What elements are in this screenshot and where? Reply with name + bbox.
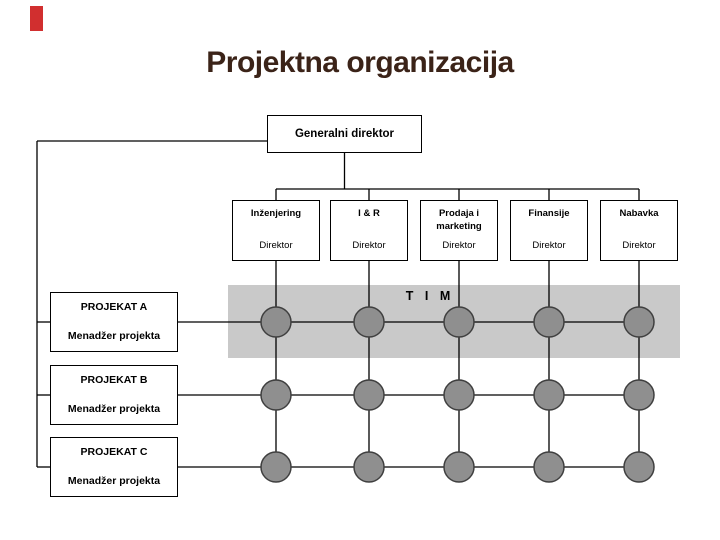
team-node bbox=[623, 451, 655, 483]
org-box-projekat-c: PROJEKAT C Menadžer projekta bbox=[50, 437, 178, 497]
project-role: Menadžer projekta bbox=[67, 330, 161, 343]
dept-label: Nabavka bbox=[619, 208, 659, 219]
project-role: Menadžer projekta bbox=[67, 475, 161, 488]
org-box-dept-nabavka: Nabavka Direktor bbox=[600, 200, 678, 261]
org-box-dept-i-r: I & R Direktor bbox=[330, 200, 408, 261]
team-node bbox=[623, 379, 655, 411]
dept-label: Inženjering bbox=[250, 208, 302, 219]
org-box-dept-inzenjering: Inženjering Direktor bbox=[232, 200, 320, 261]
team-node bbox=[443, 451, 475, 483]
dept-role: Direktor bbox=[259, 240, 293, 252]
team-node bbox=[260, 379, 292, 411]
team-node bbox=[623, 306, 655, 338]
dept-role: Direktor bbox=[532, 240, 566, 252]
team-node bbox=[443, 306, 475, 338]
team-node bbox=[353, 451, 385, 483]
dept-label: I & R bbox=[358, 208, 380, 219]
dept-role: Direktor bbox=[622, 240, 656, 252]
team-node bbox=[533, 451, 565, 483]
project-label: PROJEKAT B bbox=[80, 374, 148, 386]
org-box-projekat-b: PROJEKAT B Menadžer projekta bbox=[50, 365, 178, 425]
project-label: PROJEKAT C bbox=[80, 446, 148, 458]
team-node bbox=[260, 306, 292, 338]
dept-label: Prodaja i marketing bbox=[436, 208, 482, 232]
dept-role: Direktor bbox=[352, 240, 386, 252]
org-box-dept-prodaja-marketing: Prodaja i marketing Direktor bbox=[420, 200, 498, 261]
org-box-projekat-a: PROJEKAT A Menadžer projekta bbox=[50, 292, 178, 352]
dept-label: Finansije bbox=[528, 208, 570, 219]
team-node bbox=[353, 306, 385, 338]
team-nodes bbox=[260, 306, 655, 483]
team-node bbox=[260, 451, 292, 483]
org-box-general-director: Generalni direktor bbox=[267, 115, 422, 153]
team-node bbox=[443, 379, 475, 411]
org-box-dept-finansije: Finansije Direktor bbox=[510, 200, 588, 261]
project-role: Menadžer projekta bbox=[67, 403, 161, 416]
team-node bbox=[533, 306, 565, 338]
team-label: T I M bbox=[405, 289, 455, 303]
team-node bbox=[533, 379, 565, 411]
team-node bbox=[353, 379, 385, 411]
org-box-label: Generalni direktor bbox=[294, 128, 395, 140]
project-label: PROJEKAT A bbox=[80, 301, 148, 313]
accent-bar bbox=[30, 6, 43, 31]
dept-role: Direktor bbox=[442, 240, 476, 252]
slide-title: Projektna organizacija bbox=[206, 46, 514, 79]
